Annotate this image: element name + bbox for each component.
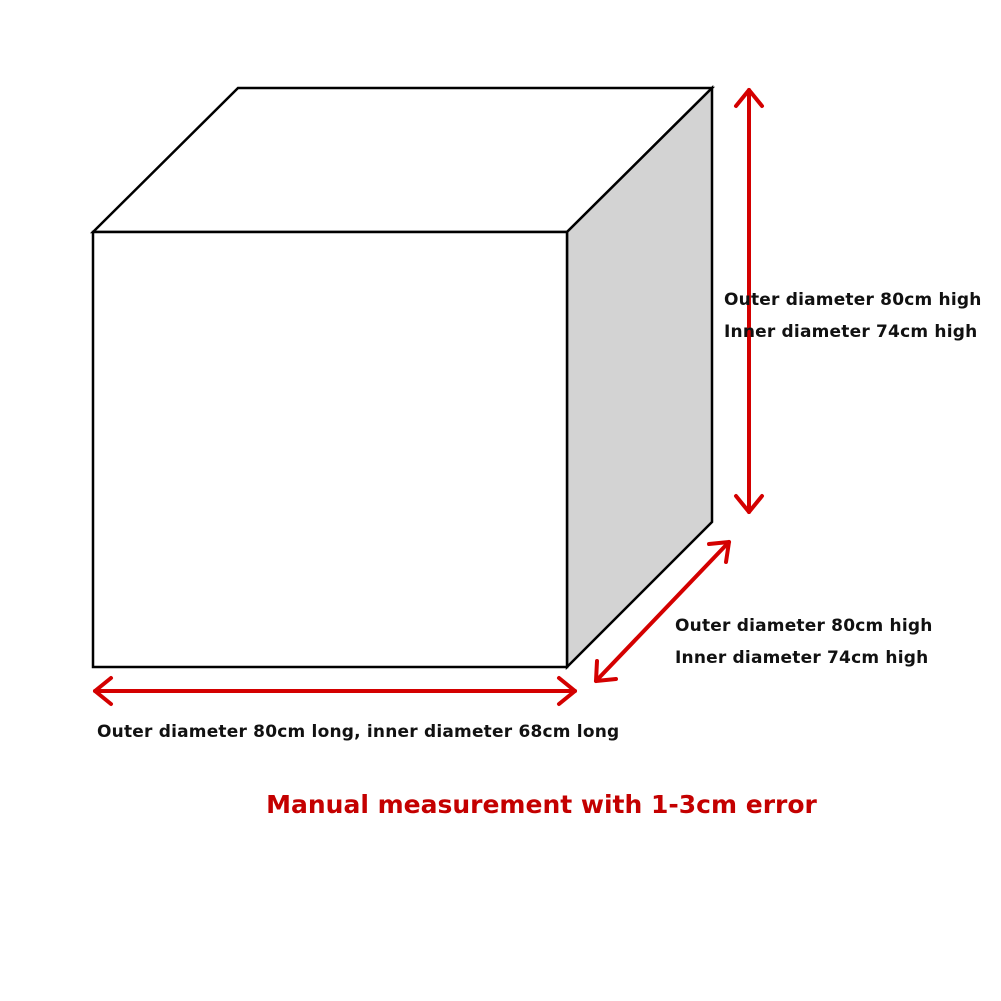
width-arrow-head-left <box>93 676 113 706</box>
depth-arrow <box>594 540 731 683</box>
height-inner-text: Inner diameter 74cm high <box>724 322 978 342</box>
depth-arrow-head-top <box>707 540 731 564</box>
depth-outer-text: Outer diameter 80cm high <box>675 616 933 636</box>
width-arrow <box>93 676 577 706</box>
measurement-error-note: Manual measurement with 1-3cm error <box>266 790 817 819</box>
width-dimension-label: Outer diameter 80cm long, inner diameter… <box>97 716 619 748</box>
height-dimension-label: Outer diameter 80cm high Inner diameter … <box>724 284 982 348</box>
height-outer-text: Outer diameter 80cm high <box>724 290 982 310</box>
cube-front-face <box>91 230 569 669</box>
depth-inner-text: Inner diameter 74cm high <box>675 648 929 668</box>
depth-dimension-label: Outer diameter 80cm high Inner diameter … <box>675 610 933 674</box>
height-arrow-head-top <box>734 88 764 108</box>
width-arrow-head-right <box>557 676 577 706</box>
height-arrow-head-bottom <box>734 494 764 514</box>
height-arrow <box>734 88 764 514</box>
cube <box>89 84 716 671</box>
width-text: Outer diameter 80cm long, inner diameter… <box>97 722 620 742</box>
depth-arrow-head-bottom <box>594 659 618 683</box>
